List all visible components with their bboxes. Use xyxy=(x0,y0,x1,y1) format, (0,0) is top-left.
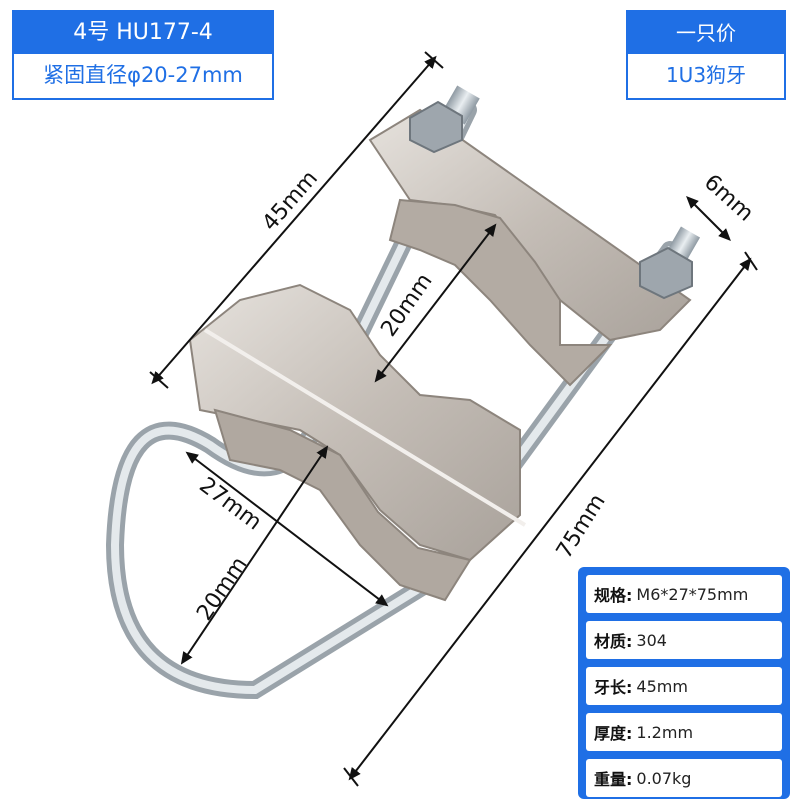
package-contents: 1U3狗牙 xyxy=(665,63,747,87)
spec-row-weight: 重量:0.07kg xyxy=(586,759,782,797)
model-number: 4号 HU177-4 xyxy=(14,12,272,54)
spec-row-thread-length: 牙长:45mm xyxy=(586,667,782,705)
price-label-box: 一只价 1U3狗牙 xyxy=(626,10,786,100)
spec-row-thickness: 厚度:1.2mm xyxy=(586,713,782,751)
spec-row-size: 规格:M6*27*75mm xyxy=(586,575,782,613)
dim-label-20mm-lower: 20mm xyxy=(192,553,252,626)
spec-panel: 规格:M6*27*75mm 材质:304 牙长:45mm 厚度:1.2mm 重量… xyxy=(578,567,790,799)
upper-saddle-bracket xyxy=(368,108,692,387)
price-label: 一只价 xyxy=(628,12,784,54)
dim-label-75mm: 75mm xyxy=(552,490,611,563)
lower-saddle-bracket xyxy=(188,283,527,602)
hex-nut-right xyxy=(639,226,701,300)
spec-row-material: 材质:304 xyxy=(586,621,782,659)
dimension-6mm: 6mm xyxy=(686,170,758,241)
